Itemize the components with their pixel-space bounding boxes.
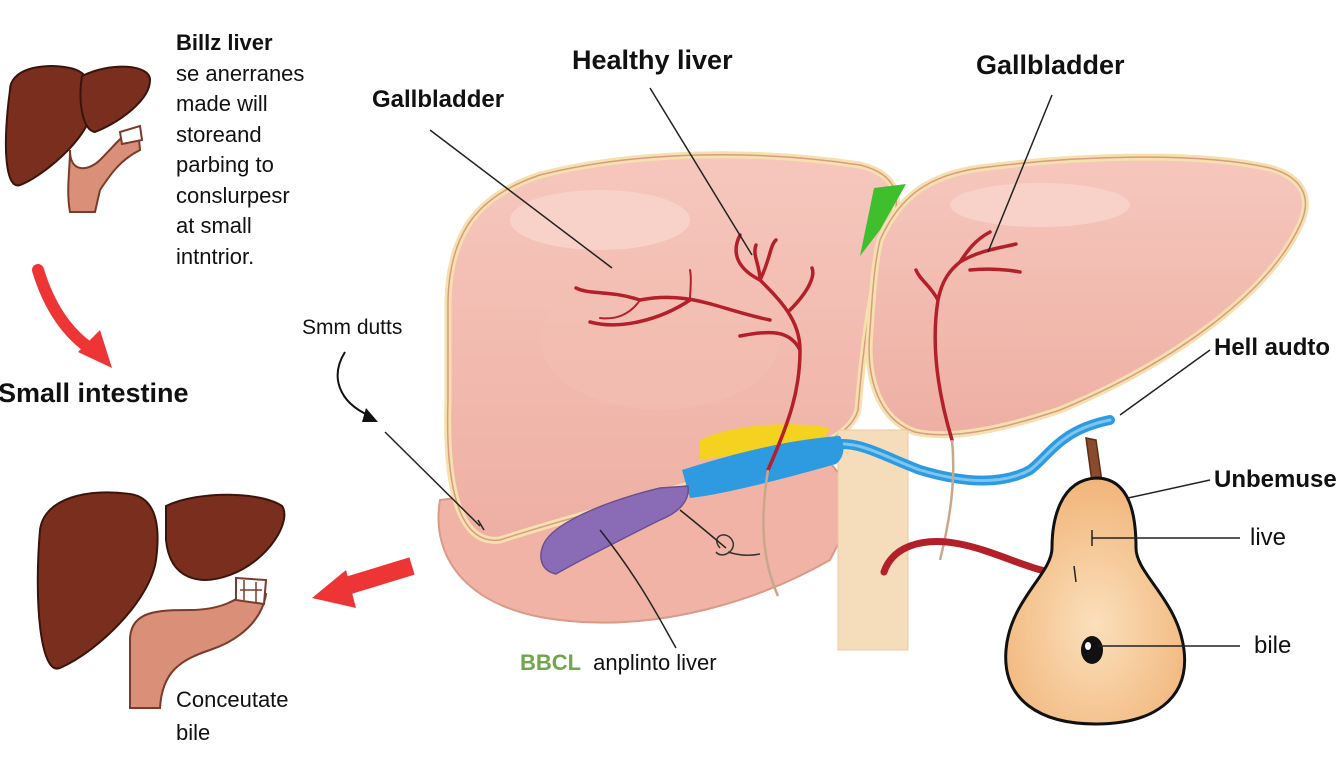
note-line: at small — [176, 211, 304, 242]
red-curved-arrow-icon — [38, 270, 112, 368]
caption-line: bile — [176, 716, 289, 749]
note-line: conslurpesr — [176, 181, 304, 212]
note-line: made will — [176, 89, 304, 120]
legend-code: BBCL — [520, 650, 581, 675]
label-bile: bile — [1254, 632, 1291, 660]
label-small-ducts: Smm dutts — [302, 316, 402, 340]
note-title: Billz liver — [176, 28, 304, 59]
small-intestine-heading: Small intestine — [0, 378, 189, 409]
pear-gallbladder-icon — [1006, 438, 1185, 724]
label-gallbladder-left: Gallbladder — [372, 86, 504, 114]
central-liver — [439, 155, 1306, 650]
label-live: live — [1250, 524, 1286, 552]
caption-line: Conceutate — [176, 683, 289, 716]
legend-text: anplinto liver — [593, 650, 717, 675]
top-note: Billz liver se anerranes made will store… — [176, 28, 304, 272]
label-gallbladder-right: Gallbladder — [976, 50, 1125, 81]
note-line: intntrior. — [176, 242, 304, 273]
bottom-caption: Conceutate bile — [176, 683, 289, 749]
red-straight-arrow-icon — [312, 566, 412, 608]
note-line: storeand — [176, 120, 304, 151]
note-line: parbing to — [176, 150, 304, 181]
label-unbemuse: Unbemuse — [1214, 466, 1337, 494]
label-hell-audto: Hell audto — [1214, 334, 1330, 362]
small-liver-icon — [6, 66, 150, 212]
note-line: se anerranes — [176, 59, 304, 90]
large-liver-icon — [38, 492, 285, 708]
bottom-legend: BBCL anplinto liver — [520, 650, 717, 676]
black-curved-arrow-icon — [338, 352, 378, 422]
label-healthy-liver: Healthy liver — [572, 45, 733, 76]
